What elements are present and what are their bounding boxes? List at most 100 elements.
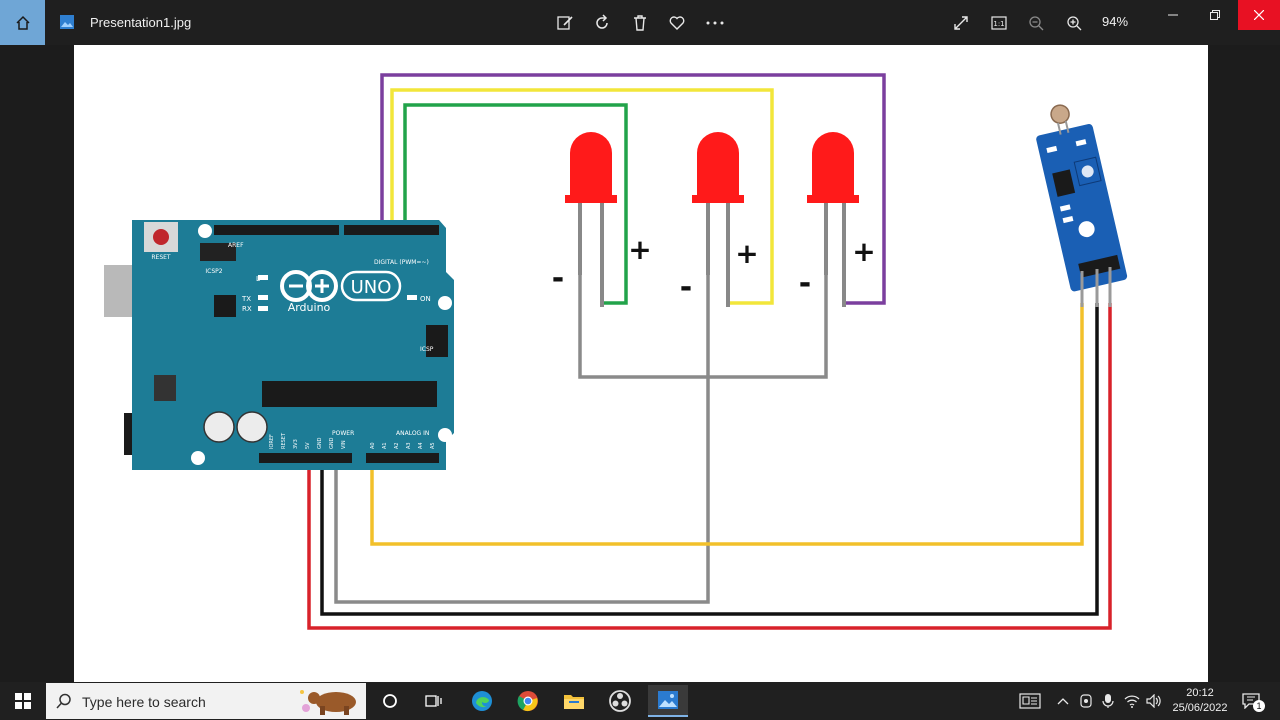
device-icon — [1080, 694, 1092, 708]
led-3-minus-label: - — [799, 266, 811, 301]
chrome-button[interactable] — [512, 685, 544, 717]
minimize-icon — [1168, 14, 1178, 16]
zoom-out-button[interactable] — [1024, 11, 1048, 35]
home-button[interactable] — [0, 0, 45, 45]
edge-button[interactable] — [466, 685, 498, 717]
actual-size-icon: 1:1 — [991, 16, 1007, 30]
tray-wifi-button[interactable] — [1122, 682, 1142, 720]
label-rx: RX — [242, 305, 252, 313]
more-icon — [706, 21, 724, 25]
yellow-wire — [390, 88, 774, 305]
digital-header-2 — [344, 225, 439, 235]
delete-button[interactable] — [628, 11, 652, 35]
notification-icon — [1242, 693, 1260, 709]
comparator-chip — [1052, 169, 1076, 197]
delete-icon — [634, 15, 646, 31]
microphone-icon — [1102, 694, 1114, 708]
news-icon — [1019, 693, 1041, 709]
close-button[interactable] — [1238, 0, 1280, 30]
digital-header-1 — [214, 225, 339, 235]
image-viewer: RESET ICSP2 AREF DIGITAL (PWM=~) UNO — [0, 45, 1280, 682]
notifications-button[interactable]: 1 — [1238, 682, 1265, 720]
restore-button[interactable] — [1192, 0, 1238, 30]
search-highlight-icon — [300, 690, 356, 715]
edit-button[interactable] — [553, 11, 577, 35]
label-pin-gnd2: GND — [329, 437, 335, 449]
task-view-icon — [425, 695, 442, 707]
capacitor-1 — [203, 411, 235, 443]
edge-icon — [472, 691, 492, 711]
favorite-button[interactable] — [665, 11, 689, 35]
icsp2-header — [200, 243, 236, 261]
tray-volume-button[interactable] — [1144, 682, 1164, 720]
label-power: POWER — [332, 430, 354, 437]
icsp-header — [426, 325, 448, 357]
sensor-pins — [1080, 267, 1112, 307]
led-1-plus-label: + — [628, 233, 651, 266]
label-icsp2: ICSP2 — [205, 268, 222, 275]
minimize-button[interactable] — [1150, 0, 1196, 30]
obs-icon — [609, 690, 631, 712]
clock-time: 20:12 — [1186, 687, 1214, 699]
obs-button[interactable] — [604, 685, 636, 717]
sensor-pin-header — [1078, 254, 1121, 278]
label-pin-a3: A3 — [406, 442, 412, 449]
close-icon — [1254, 10, 1264, 20]
fullscreen-button[interactable] — [949, 11, 973, 35]
circuit-image[interactable]: RESET ICSP2 AREF DIGITAL (PWM=~) UNO — [74, 45, 1208, 682]
rotate-button[interactable] — [590, 11, 614, 35]
taskbar-search[interactable]: Type here to search — [46, 683, 366, 719]
gray-ground-wire — [334, 210, 828, 604]
tray-news-button[interactable] — [1016, 682, 1044, 720]
label-pin-a4: A4 — [418, 442, 424, 449]
task-view-button[interactable] — [418, 685, 450, 717]
analog-header — [366, 453, 439, 463]
file-explorer-button[interactable] — [558, 685, 590, 717]
circuit-diagram: RESET ICSP2 AREF DIGITAL (PWM=~) UNO — [104, 73, 1128, 630]
tray-microphone-button[interactable] — [1098, 682, 1118, 720]
regulator — [154, 375, 176, 401]
zoom-out-icon — [1029, 16, 1044, 31]
more-button[interactable] — [703, 11, 727, 35]
led-2-plus-label: + — [735, 237, 758, 270]
photos-button[interactable] — [648, 685, 688, 717]
led-1-minus-label: - — [552, 261, 564, 296]
file-name: Presentation1.jpg — [90, 15, 192, 30]
led-1: - + — [552, 132, 652, 307]
svg-text:1:1: 1:1 — [993, 20, 1004, 28]
label-digital: DIGITAL (PWM=~) — [374, 259, 429, 266]
start-button[interactable] — [0, 682, 45, 720]
cortana-button[interactable] — [374, 685, 406, 717]
label-pin-a1: A1 — [382, 442, 388, 449]
restore-icon — [1210, 10, 1220, 20]
chevron-up-icon — [1057, 698, 1069, 705]
windows-icon — [14, 693, 31, 709]
label-on: ON — [420, 295, 431, 303]
arduino-uno-board: RESET ICSP2 AREF DIGITAL (PWM=~) UNO — [104, 220, 454, 470]
black-gnd-wire — [320, 303, 1099, 616]
label-tx: TX — [241, 295, 251, 303]
zoom-level[interactable]: 94% — [1102, 14, 1129, 29]
label-arduino: Arduino — [288, 301, 331, 314]
wires — [307, 73, 1112, 630]
tray-device-button[interactable] — [1076, 682, 1096, 720]
led-3: - + — [799, 132, 876, 307]
actual-size-button[interactable]: 1:1 — [987, 11, 1011, 35]
label-pin-reset: RESET — [281, 432, 287, 449]
favorite-icon — [669, 16, 685, 30]
label-pin-3v3: 3V3 — [293, 439, 299, 449]
power-header — [259, 453, 352, 463]
taskbar-clock[interactable]: 20:12 25/06/2022 — [1168, 686, 1232, 716]
zoom-in-button[interactable] — [1062, 11, 1086, 35]
atmega-chip — [262, 381, 437, 407]
image-file-icon — [60, 15, 74, 29]
wifi-icon — [1124, 695, 1140, 708]
tray-overflow-button[interactable] — [1054, 682, 1072, 720]
label-pin-gnd1: GND — [317, 437, 323, 449]
label-pin-vin: VIN — [341, 440, 347, 449]
clock-date: 25/06/2022 — [1172, 702, 1228, 714]
purple-wire — [380, 73, 886, 305]
label-icsp: ICSP — [420, 346, 434, 353]
fullscreen-icon — [954, 16, 968, 30]
zoom-in-icon — [1067, 16, 1082, 31]
